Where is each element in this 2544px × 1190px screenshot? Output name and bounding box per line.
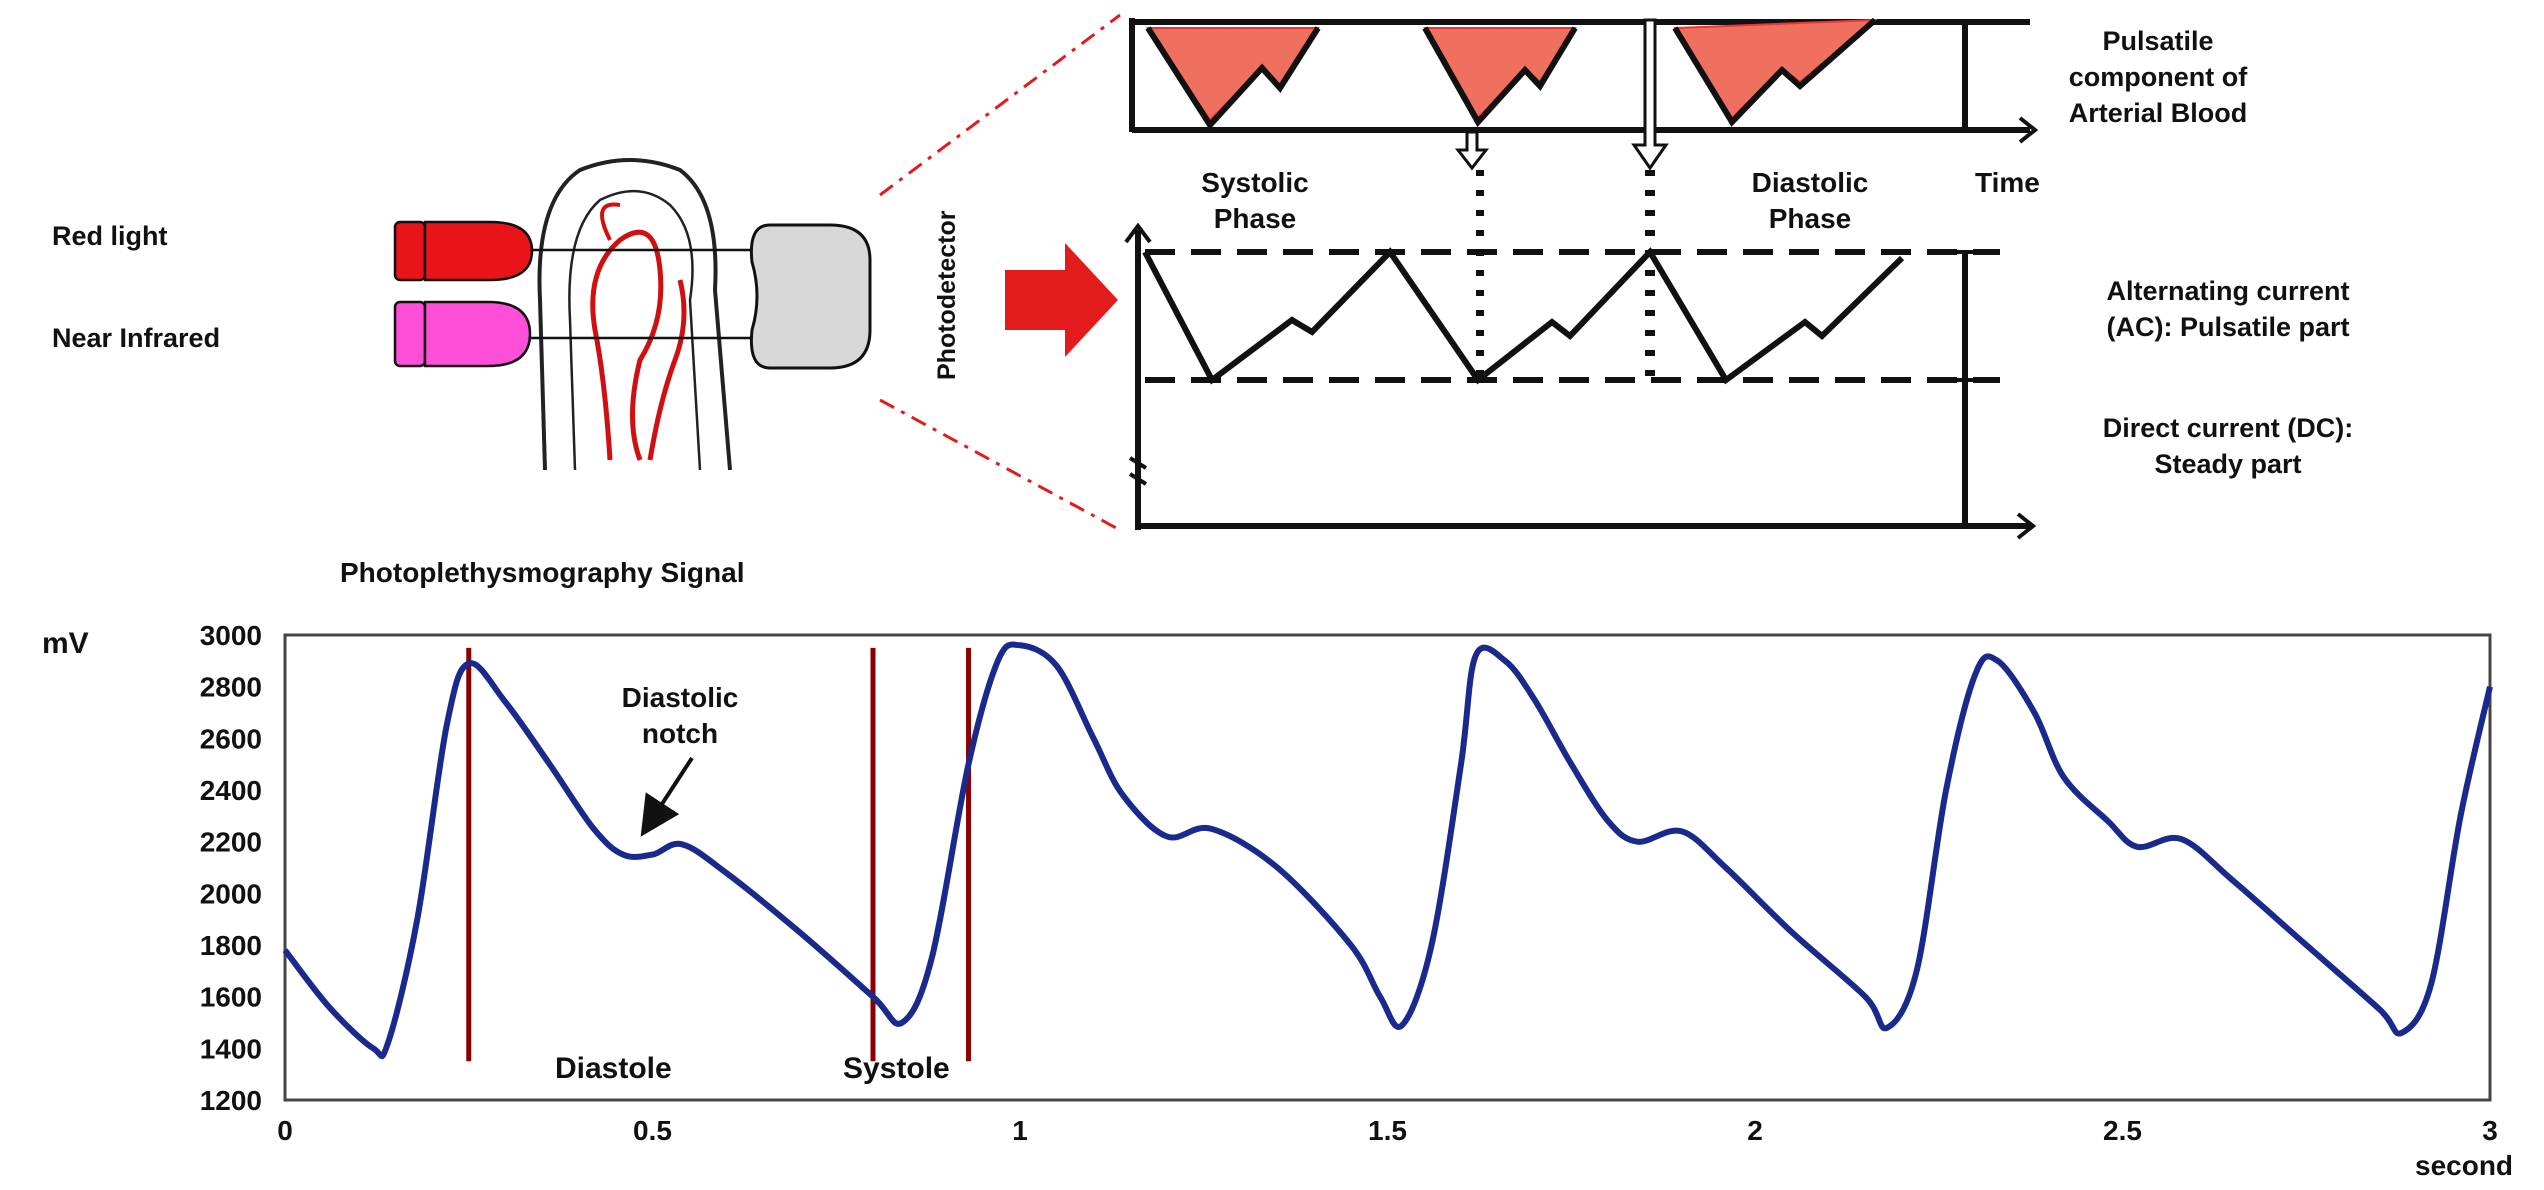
y-tick-label: 2600 <box>200 723 262 754</box>
y-tick-label: 1200 <box>200 1085 262 1116</box>
y-axis-ticks: 1200 1400 1600 1800 2000 2200 2400 2600 2800 3000 <box>200 620 262 1116</box>
chart-frame <box>283 633 2492 1102</box>
diastolic-notch-arrow <box>640 756 694 837</box>
y-tick-label: 2800 <box>200 672 262 703</box>
diastolic-notch-label-line2: notch <box>642 718 718 749</box>
ac-label: Alternating current <box>2106 276 2349 306</box>
y-tick-label: 1600 <box>200 982 262 1013</box>
sensor-illustration: Red light Near Infrared Photoplethysmogr… <box>52 158 872 588</box>
down-arrow-icon <box>1454 130 1490 171</box>
detector-icon <box>749 223 872 370</box>
systole-label: Systole <box>843 1052 950 1085</box>
y-tick-label: 2400 <box>200 775 262 806</box>
x-tick-label: 3 <box>2482 1115 2498 1146</box>
y-axis-unit-label: mV <box>42 627 89 660</box>
x-tick-label: 2 <box>1747 1115 1763 1146</box>
pulsatile-component-label: Pulsatile <box>2102 26 2213 56</box>
zoom-connectors <box>879 13 1121 532</box>
dc-label: Direct current (DC): <box>2103 413 2354 443</box>
ppg-signal-line <box>282 641 2493 1060</box>
y-tick-label: 1400 <box>200 1033 262 1064</box>
red-arrow-icon <box>1005 243 1118 357</box>
phase-markers <box>466 647 972 1062</box>
photodetector-label: Photodetector <box>933 210 961 380</box>
ac-label-line2: (AC): Pulsatile part <box>2106 312 2349 342</box>
x-tick-label: 1 <box>1012 1115 1028 1146</box>
dc-label-line2: Steady part <box>2154 449 2301 479</box>
y-tick-label: 3000 <box>200 620 262 651</box>
pulse-fill-3 <box>1673 18 1878 120</box>
time-label: Time <box>1975 167 2040 198</box>
diastolic-notch-label: Diastolic <box>622 682 739 713</box>
x-tick-label: 1.5 <box>1368 1115 1407 1146</box>
systolic-phase-label: Systolic <box>1201 167 1308 198</box>
x-tick-label: 2.5 <box>2103 1115 2142 1146</box>
diastole-label: Diastole <box>555 1052 672 1085</box>
pulse-fill-1 <box>1146 27 1320 122</box>
x-axis-unit-label: second <box>2415 1150 2513 1181</box>
down-arrow-icon <box>1631 18 1669 171</box>
ac-waveform <box>1142 247 1905 385</box>
systolic-phase-label-line2: Phase <box>1214 203 1297 234</box>
near-infrared-label: Near Infrared <box>52 323 220 353</box>
finger-icon <box>537 158 732 471</box>
pulsatile-component-label-line3: Arterial Blood <box>2069 98 2248 128</box>
x-axis-ticks: 0 0.5 1 1.5 2 2.5 3 <box>277 1115 2498 1146</box>
red-light-label: Red light <box>52 221 168 251</box>
near-infrared-led-icon <box>393 300 532 368</box>
photoplethysmography-caption: Photoplethysmography Signal <box>340 557 744 588</box>
y-tick-label: 2200 <box>200 827 262 858</box>
diastolic-phase-label-line2: Phase <box>1769 203 1852 234</box>
ppg-signal-chart: mV second 1200 1400 1600 1800 2000 2200 2400 26… <box>42 620 2513 1181</box>
diastolic-phase-label: Diastolic <box>1752 167 1869 198</box>
pulsatile-schematic: Systolic Phase Diastolic Phase Time Puls… <box>1124 17 2354 540</box>
y-tick-label: 2000 <box>200 878 262 909</box>
red-led-icon <box>393 220 534 282</box>
x-tick-label: 0 <box>277 1115 293 1146</box>
pulsatile-component-label-line2: component of <box>2069 62 2248 92</box>
x-tick-label: 0.5 <box>633 1115 672 1146</box>
y-tick-label: 1800 <box>200 930 262 961</box>
